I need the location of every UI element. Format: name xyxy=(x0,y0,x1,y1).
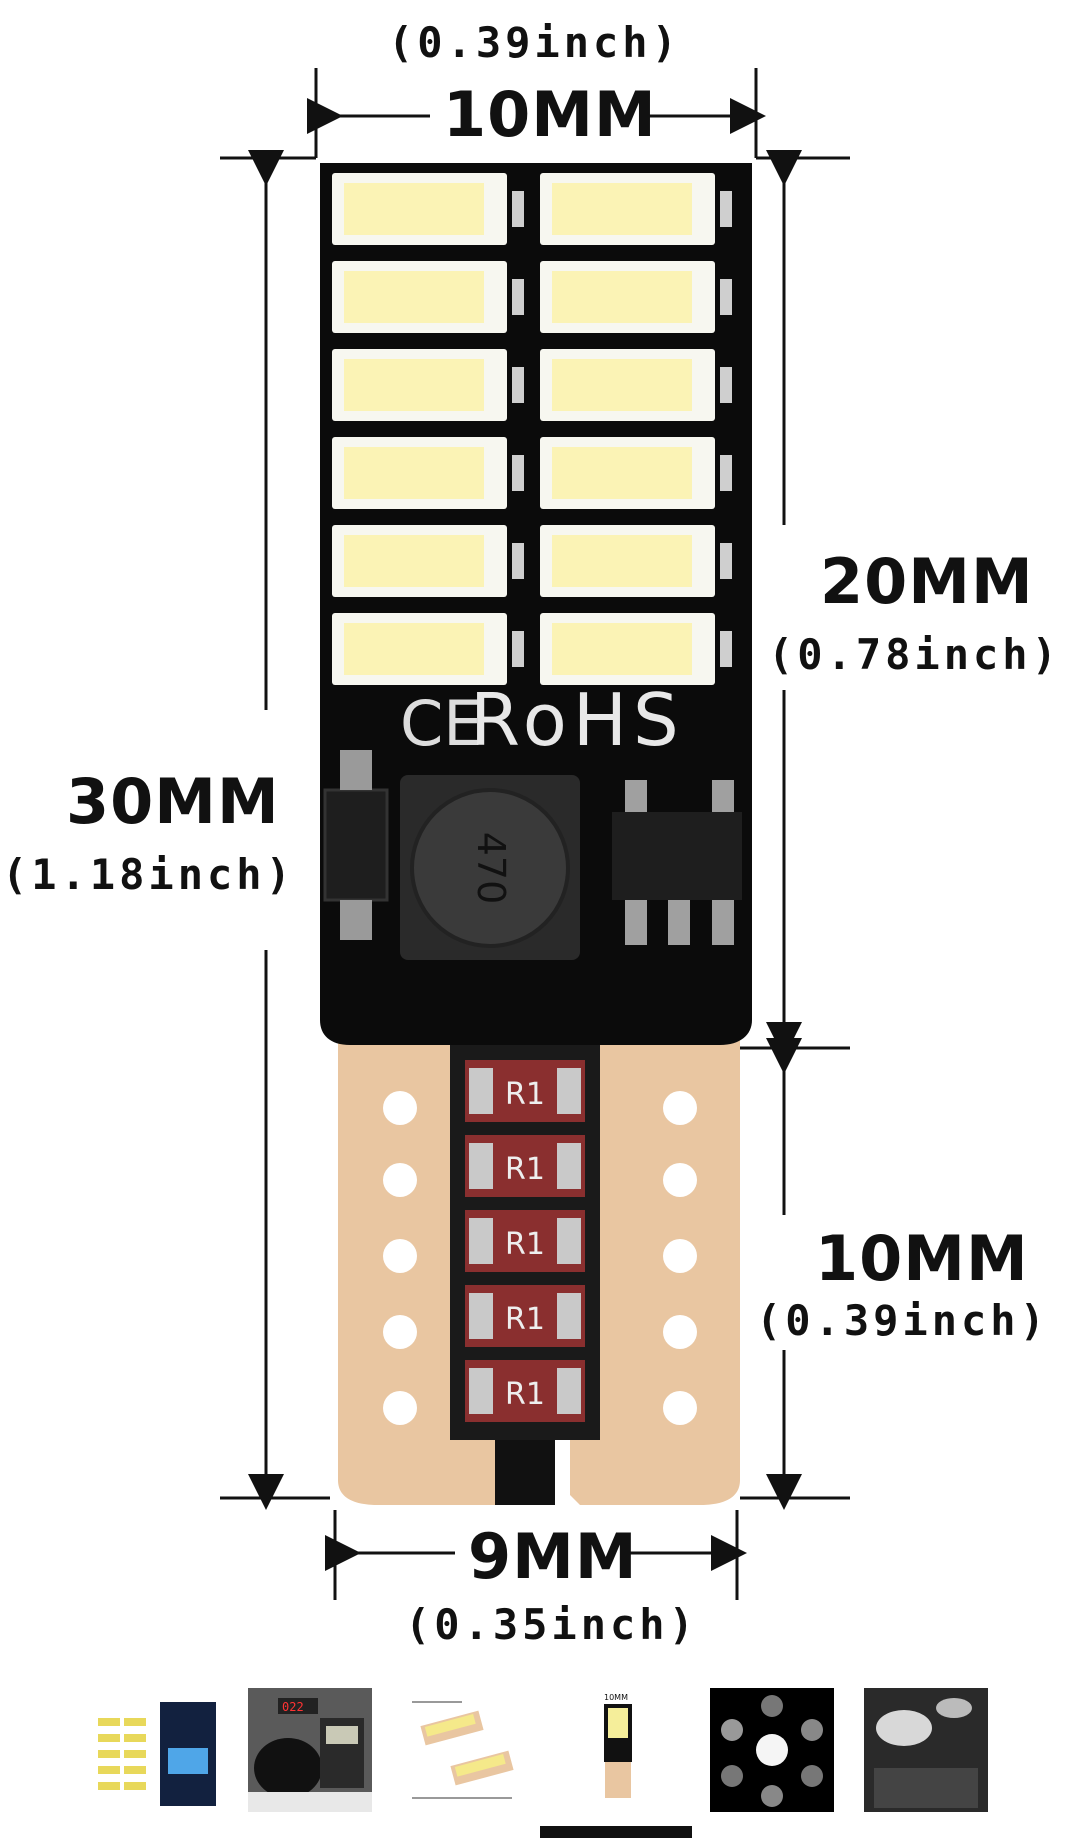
resistor: R1 xyxy=(465,1060,585,1122)
base-height-mm: 10MM xyxy=(815,1222,1029,1295)
resistor-code: R1 xyxy=(505,1077,545,1112)
resistor-code: R1 xyxy=(505,1152,545,1187)
top-width-inch: (0.39inch) xyxy=(388,18,681,67)
diode xyxy=(323,750,389,940)
rohs-marking: CE RoHS xyxy=(400,678,685,762)
led-chip xyxy=(540,173,732,245)
led-chip xyxy=(332,261,524,333)
ce-mark: CE xyxy=(400,687,482,760)
board-height-inch: (0.78inch) xyxy=(768,630,1061,679)
led-chip xyxy=(540,613,732,685)
rohs-text: RoHS xyxy=(470,678,685,762)
resistor-code: R1 xyxy=(505,1227,545,1262)
base-height-inch: (0.39inch) xyxy=(756,1296,1049,1345)
resistor-code: R1 xyxy=(505,1302,545,1337)
thumbnail-applications[interactable] xyxy=(710,1688,834,1812)
resistor: R1 xyxy=(465,1285,585,1347)
base-width-mm: 9MM xyxy=(468,1520,638,1593)
svg-text:10MM: 10MM xyxy=(604,1693,628,1702)
thumbnail-interior-install[interactable] xyxy=(864,1688,988,1812)
thumbnail-strip: 022 10MM xyxy=(0,1680,1080,1841)
svg-text:470: 470 xyxy=(469,832,513,905)
led-array xyxy=(332,173,732,685)
led-chip xyxy=(540,261,732,333)
led-chip xyxy=(332,437,524,509)
led-chip xyxy=(332,173,524,245)
led-chip xyxy=(540,437,732,509)
resistor: R1 xyxy=(465,1360,585,1422)
inductor: 470 xyxy=(400,775,580,960)
transistor xyxy=(612,780,742,945)
thumbnail-voltage-test[interactable]: 022 xyxy=(248,1688,372,1812)
thumbnail-wiring-diagram[interactable] xyxy=(402,1688,526,1812)
led-chip xyxy=(332,349,524,421)
board-height-mm: 20MM xyxy=(820,545,1034,618)
svg-text:022: 022 xyxy=(282,1700,304,1714)
total-height-mm: 30MM xyxy=(66,765,280,838)
thumbnail-dimensions[interactable]: 10MM xyxy=(556,1688,680,1812)
top-width-mm: 10MM xyxy=(443,78,657,151)
led-chip xyxy=(332,525,524,597)
thumbnail-product-pack[interactable] xyxy=(94,1688,218,1812)
dimension-lines xyxy=(220,68,850,1600)
led-chip xyxy=(332,613,524,685)
resistor-code: R1 xyxy=(505,1377,545,1412)
total-height-inch: (1.18inch) xyxy=(2,850,295,899)
resistor: R1 xyxy=(465,1135,585,1197)
selected-thumbnail-indicator xyxy=(540,1826,692,1838)
resistor: R1 xyxy=(465,1210,585,1272)
led-chip xyxy=(540,525,732,597)
base-width-inch: (0.35inch) xyxy=(405,1600,698,1649)
led-chip xyxy=(540,349,732,421)
